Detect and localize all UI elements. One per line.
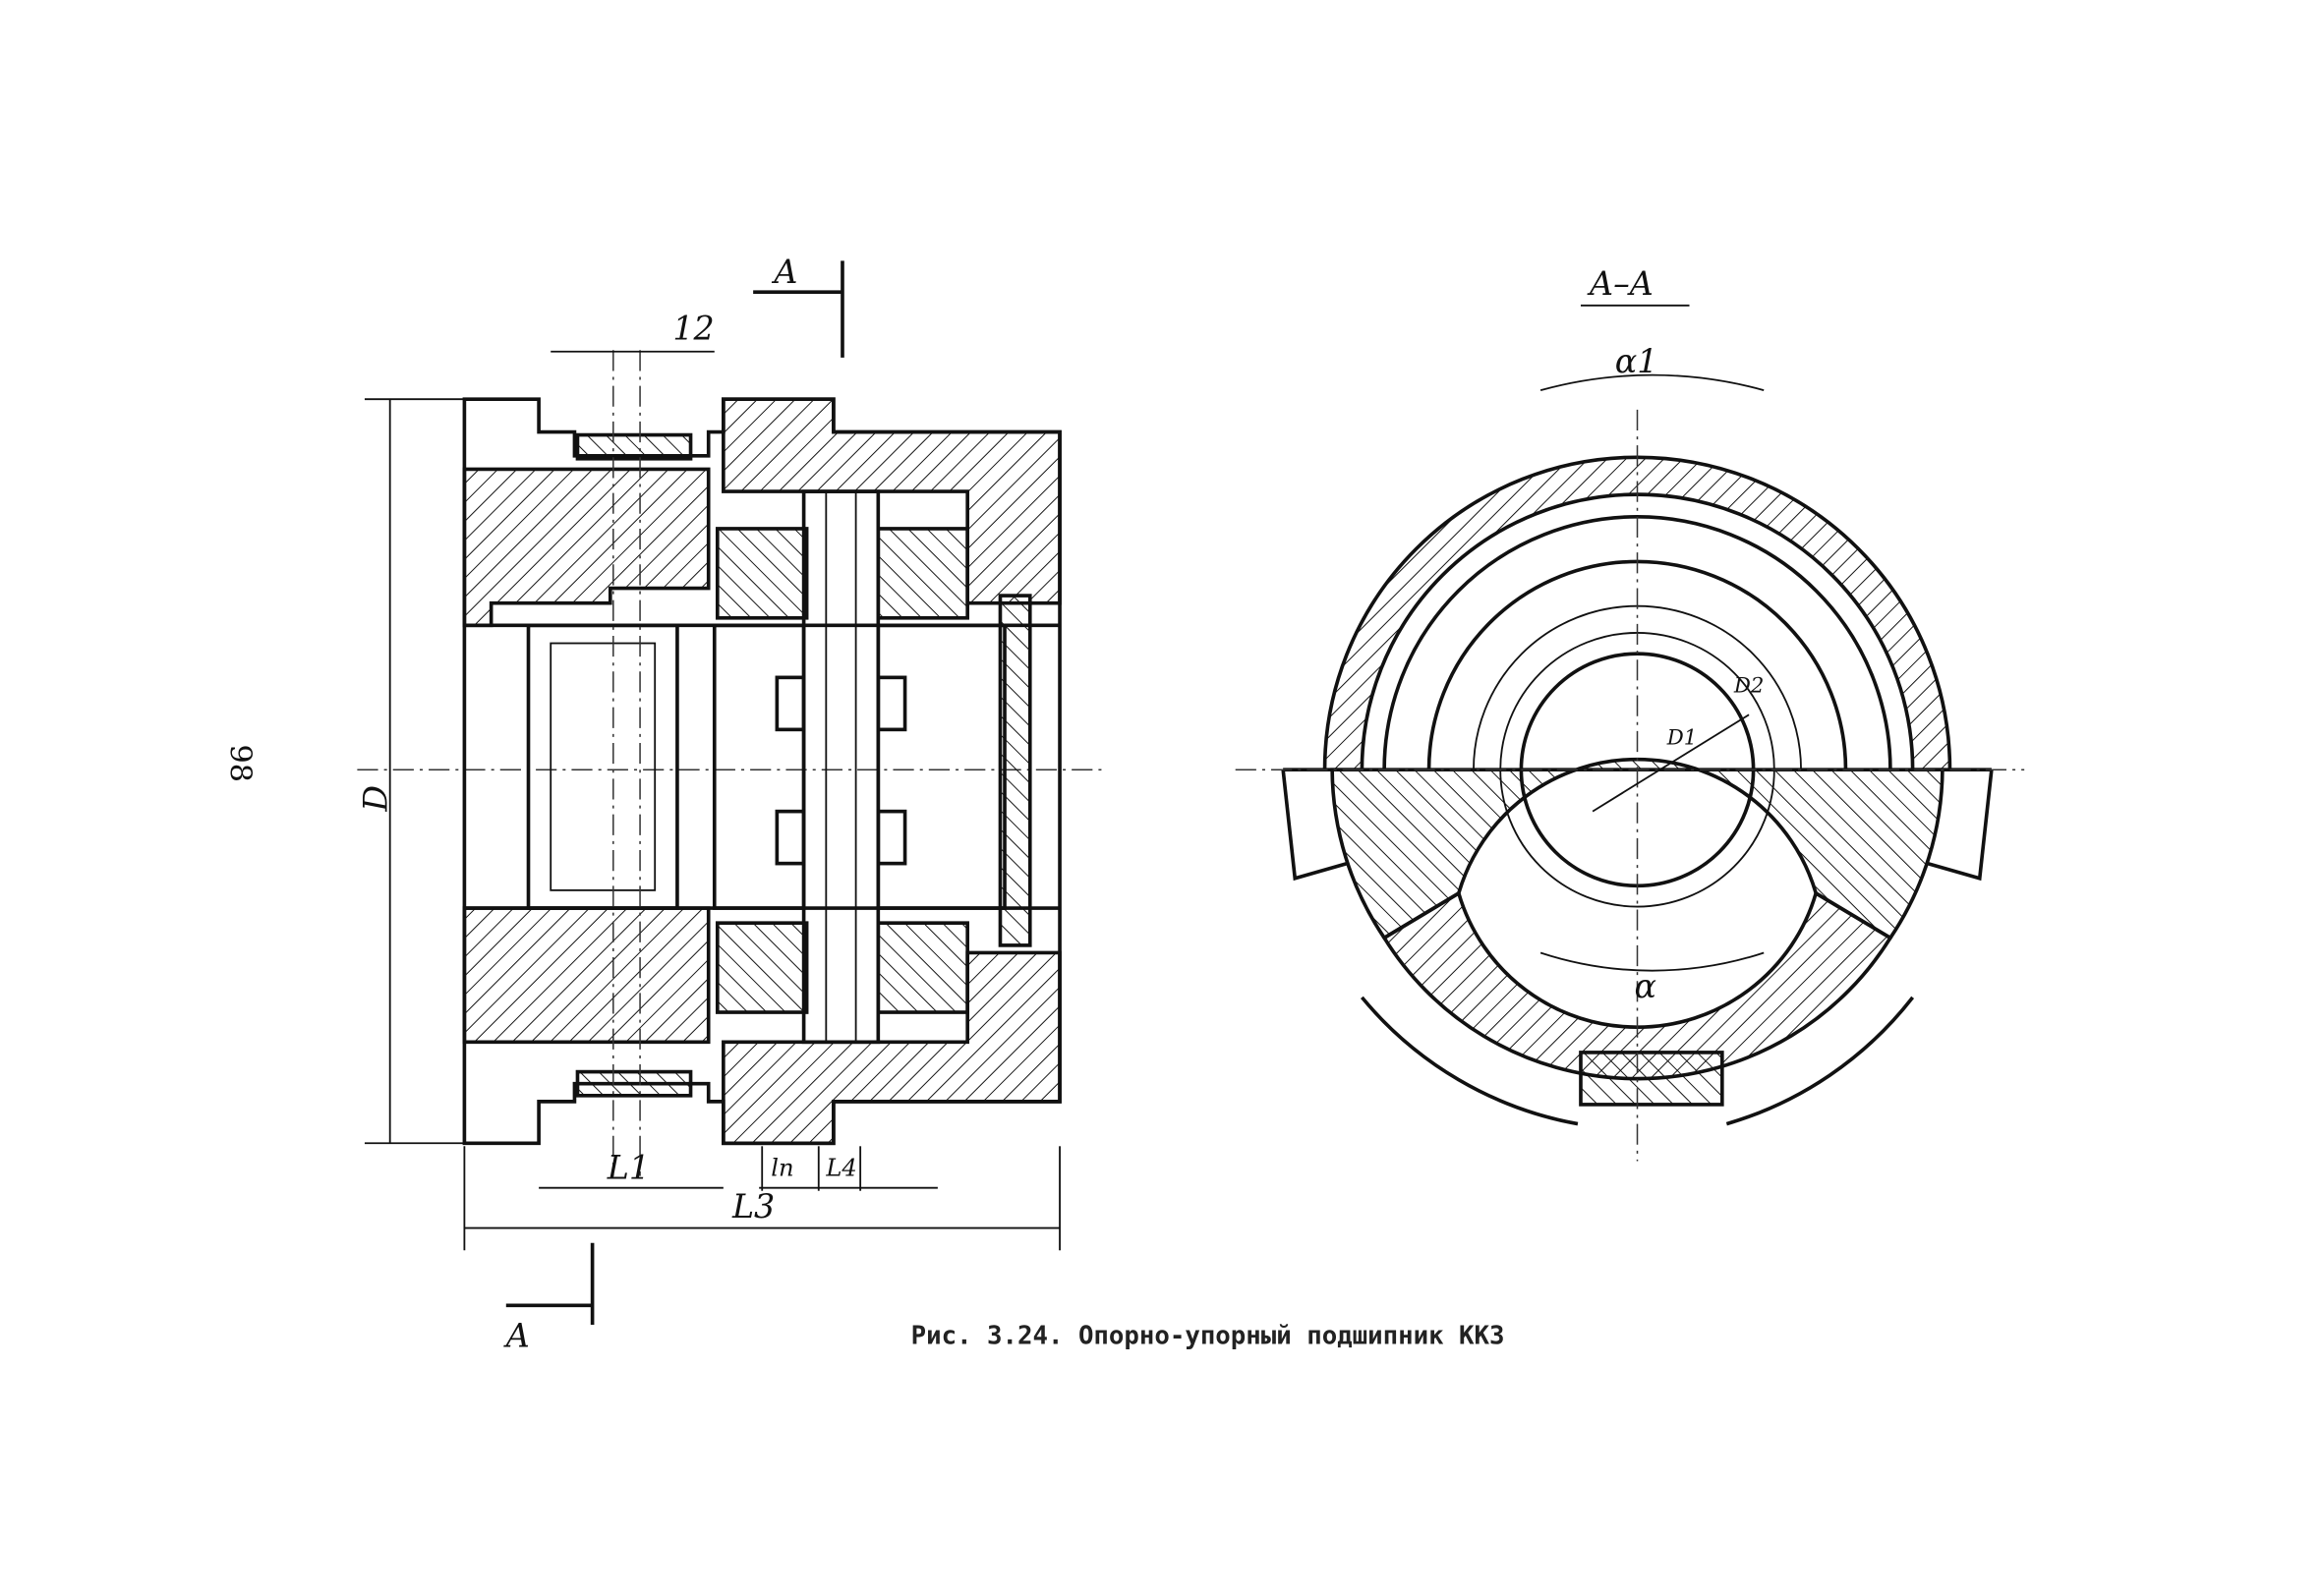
cross-section-a-a: A–A α1 α D1 D2 — [1235, 264, 2025, 1162]
section-mark-bottom: A — [503, 1317, 530, 1355]
dim-diameter-label: D — [357, 785, 395, 813]
dim-D2-label: D2 — [1733, 672, 1764, 697]
figure-caption: Рис. 3.24. Опорно-упорный подшипник ККЗ — [911, 1322, 1505, 1351]
page-number: 98 — [223, 744, 258, 782]
longitudinal-section — [357, 350, 1102, 1176]
dim-D1-label: D1 — [1666, 724, 1697, 749]
angle-alpha1-label: α1 — [1615, 342, 1658, 380]
section-mark-top: A — [771, 253, 797, 291]
dim-L1-label: L1 — [607, 1149, 650, 1187]
dimensions: D 12 L1 L3 lп L4 A A — [357, 253, 1061, 1355]
dim-12-label: 12 — [672, 310, 714, 348]
dim-L4-label: L4 — [825, 1155, 857, 1182]
dim-lp-label: lп — [771, 1155, 793, 1182]
section-title: A–A — [1587, 264, 1654, 303]
angle-alpha-label: α — [1634, 967, 1655, 1005]
dim-L3-label: L3 — [731, 1187, 775, 1226]
